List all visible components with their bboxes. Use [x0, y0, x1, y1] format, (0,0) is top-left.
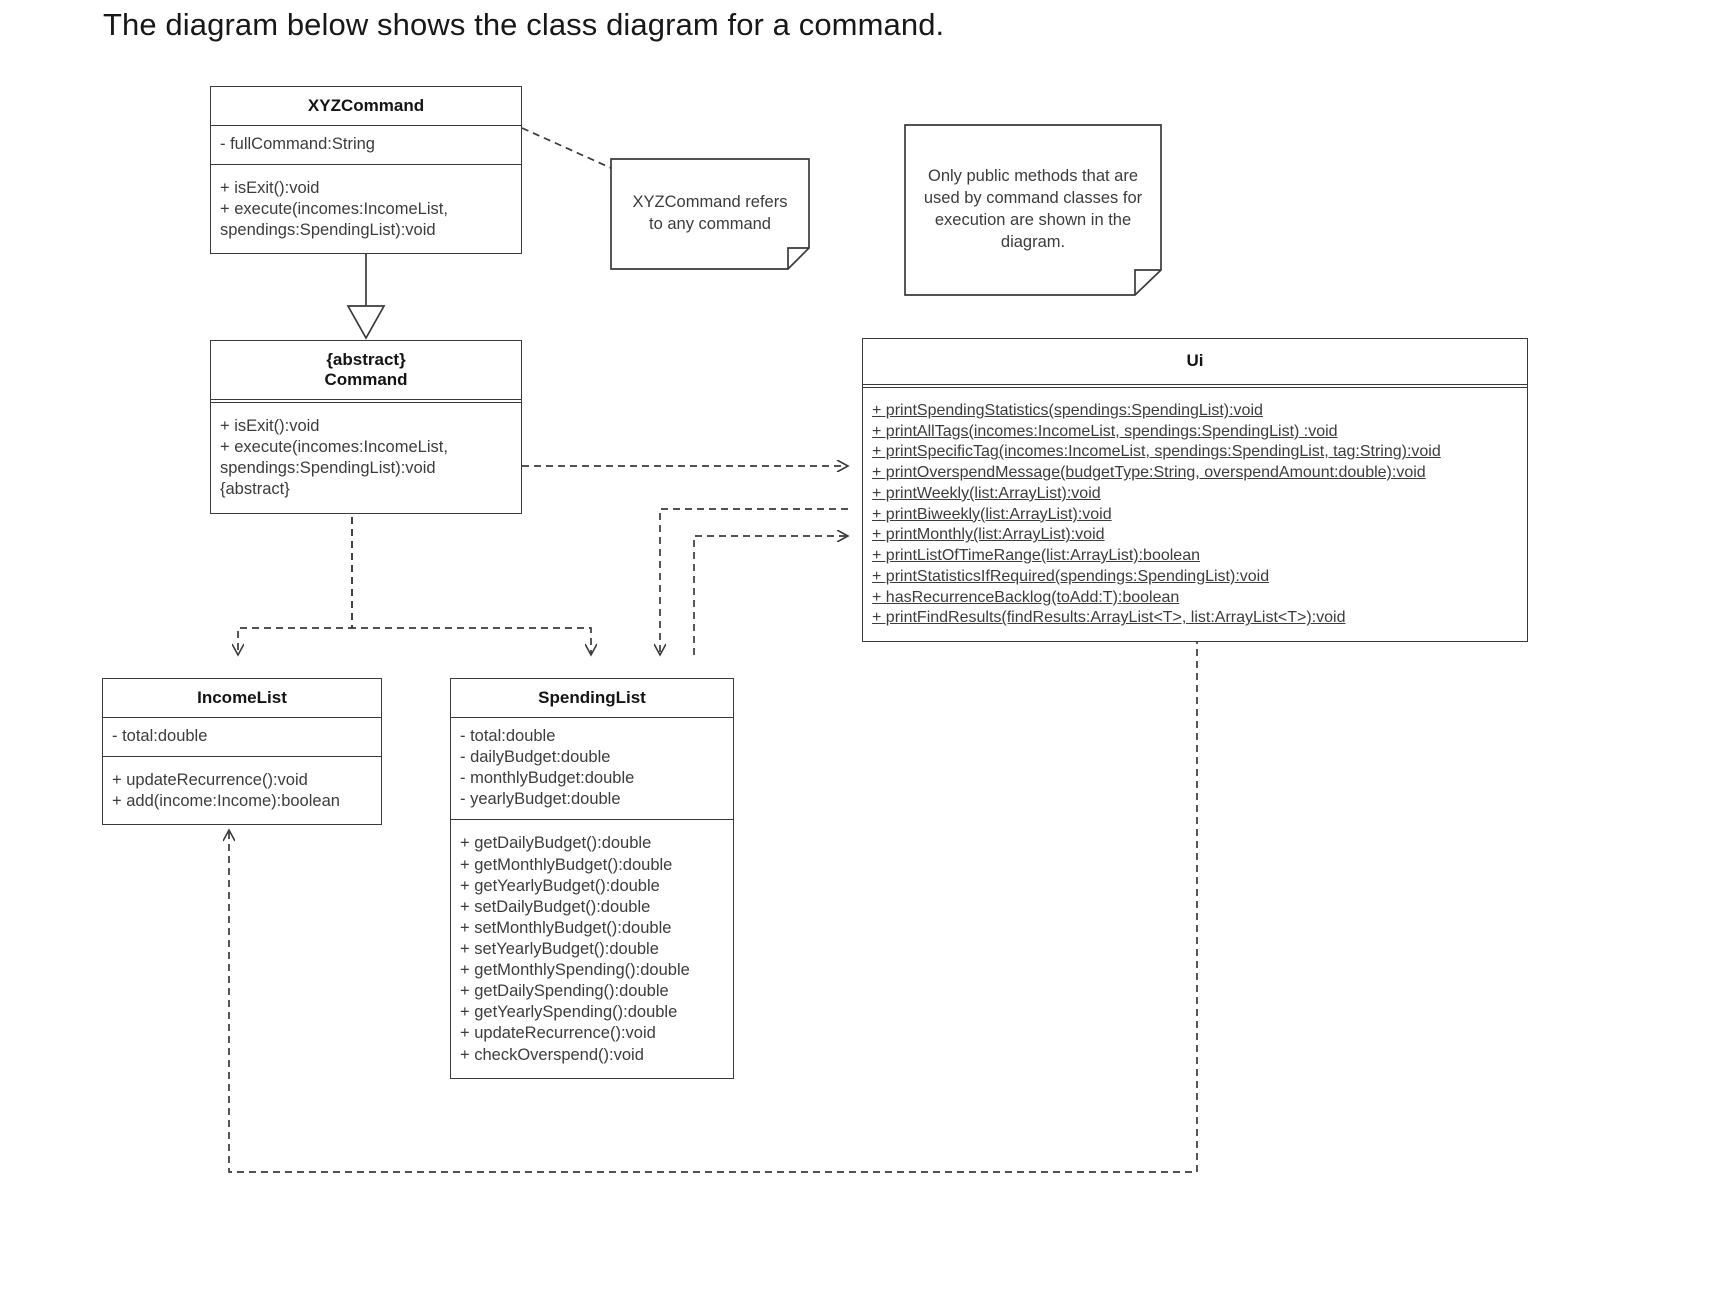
- method-row: + hasRecurrenceBacklog(toAdd:T):boolean: [872, 588, 1180, 606]
- method-row: + printFindResults(findResults:ArrayList…: [872, 609, 1346, 627]
- attributes-compartment-spendinglist: - total:double - dailyBudget:double - mo…: [451, 718, 733, 819]
- method-row: + getYearlySpending():double: [460, 1003, 678, 1022]
- methods-compartment-incomelist: + updateRecurrence():void + add(income:I…: [103, 757, 381, 824]
- note-shape-icon: [610, 158, 810, 270]
- method-row: + getMonthlySpending():double: [460, 961, 690, 980]
- method-row: + setYearlyBudget():double: [460, 940, 659, 959]
- attribute-row: - fullCommand:String: [220, 135, 375, 154]
- method-row: + printMonthly(list:ArrayList):void: [872, 526, 1105, 544]
- methods-compartment-spendinglist: + getDailyBudget():double + getMonthlyBu…: [451, 820, 733, 1077]
- attributes-compartment-incomelist: - total:double: [103, 718, 381, 756]
- class-title-ui: Ui: [1186, 351, 1204, 370]
- class-name-command: Command: [324, 370, 408, 390]
- method-row: + printSpendingStatistics(spendings:Spen…: [872, 402, 1263, 420]
- attribute-row: - total:double: [112, 727, 208, 746]
- method-row: + checkOverspend():void: [460, 1045, 644, 1064]
- method-row: + add(income:Income):boolean: [112, 792, 340, 811]
- method-row: + getYearlyBudget():double: [460, 876, 660, 895]
- note-body: XYZCommand refers to any command: [610, 158, 810, 270]
- methods-compartment-xyzcommand: + isExit():void + execute(incomes:Income…: [211, 165, 521, 253]
- class-box-incomelist[interactable]: IncomeList - total:double + updateRecurr…: [102, 678, 382, 826]
- attribute-row: - monthlyBudget:double: [460, 769, 635, 788]
- method-row: + printSpecificTag(incomes:IncomeList, s…: [872, 443, 1441, 461]
- class-title-incomelist: IncomeList: [197, 688, 287, 707]
- method-row: + printStatisticsIfRequired(spendings:Sp…: [872, 567, 1270, 585]
- class-box-xyzcommand[interactable]: XYZCommand - fullCommand:String + isExit…: [210, 86, 522, 255]
- note-shape-icon: [904, 124, 1162, 296]
- method-row: spendings:SpendingList):void: [220, 459, 436, 478]
- method-row: + printOverspendMessage(budgetType:Strin…: [872, 464, 1426, 482]
- note-body: Only public methods that are used by com…: [904, 124, 1162, 296]
- class-box-ui[interactable]: Ui + printSpendingStatistics(spendings:S…: [862, 338, 1528, 642]
- method-row: spendings:SpendingList):void: [220, 221, 436, 240]
- method-row: + execute(incomes:IncomeList,: [220, 200, 448, 219]
- divider-double: [211, 399, 521, 404]
- method-row: + execute(incomes:IncomeList,: [220, 438, 448, 457]
- class-title-command: {abstract} Command: [211, 341, 521, 399]
- class-stereotype-command: {abstract}: [326, 350, 406, 369]
- page-heading: The diagram below shows the class diagra…: [103, 7, 945, 42]
- note-text: Only public methods that are used by com…: [923, 167, 1143, 251]
- attributes-compartment-xyzcommand: - fullCommand:String: [211, 126, 521, 164]
- note-public-methods: Only public methods that are used by com…: [904, 124, 1162, 296]
- class-box-command[interactable]: {abstract} Command + isExit():void + exe…: [210, 340, 522, 514]
- class-title-spendinglist: SpendingList: [538, 688, 646, 707]
- attribute-row: - total:double: [460, 727, 556, 746]
- method-row: + setMonthlyBudget():double: [460, 918, 672, 937]
- method-row: + setDailyBudget():double: [460, 897, 651, 916]
- method-row: + printWeekly(list:ArrayList):void: [872, 484, 1101, 502]
- method-row: {abstract}: [220, 480, 290, 499]
- class-box-spendinglist[interactable]: SpendingList - total:double - dailyBudge…: [450, 678, 734, 1079]
- divider: [211, 125, 521, 127]
- note-text: XYZCommand refers to any command: [632, 193, 788, 233]
- attribute-row: - dailyBudget:double: [460, 748, 611, 767]
- method-row: + printBiweekly(list:ArrayList):void: [872, 505, 1112, 523]
- method-row: + getDailyBudget():double: [460, 834, 652, 853]
- method-row: + isExit():void: [220, 417, 320, 436]
- methods-compartment-command: + isExit():void + execute(incomes:Income…: [211, 403, 521, 512]
- method-row: + updateRecurrence():void: [460, 1024, 656, 1043]
- method-row: + updateRecurrence():void: [112, 771, 308, 790]
- method-row: + isExit():void: [220, 179, 320, 198]
- method-row: + getDailySpending():double: [460, 982, 669, 1001]
- class-title-xyzcommand: XYZCommand: [307, 96, 425, 115]
- methods-compartment-ui: + printSpendingStatistics(spendings:Spen…: [863, 388, 1527, 641]
- divider-double: [863, 384, 1527, 389]
- method-row: + getMonthlyBudget():double: [460, 855, 673, 874]
- divider: [211, 164, 521, 166]
- method-row: + printListOfTimeRange(list:ArrayList):b…: [872, 547, 1200, 565]
- attribute-row: - yearlyBudget:double: [460, 790, 621, 809]
- method-row: + printAllTags(incomes:IncomeList, spend…: [872, 422, 1338, 440]
- note-xyzcommand-refers: XYZCommand refers to any command: [610, 158, 810, 270]
